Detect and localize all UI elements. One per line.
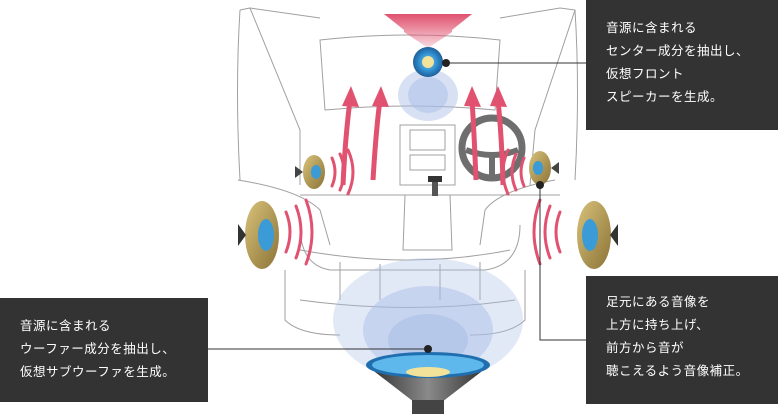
virtual-center-sound-field [398,69,458,121]
callout-line: 足元にある音像を [606,294,711,309]
callout-line: 音源に含まれる [606,20,698,35]
connector-dots [424,59,544,353]
tweeter-icon [529,151,559,185]
upward-arrows-right [469,99,506,186]
callout-virtual-subwoofer: 音源に含まれる ウーファー成分を抽出し、 仮想サブウーファを生成。 [0,298,208,402]
sound-waves [284,148,562,266]
center-down-arrow [384,14,472,48]
callout-line: 仮想サブウーファを生成。 [20,364,176,379]
steering-wheel-icon [458,114,526,182]
callout-virtual-center-speaker: 音源に含まれる センター成分を抽出し、 仮想フロント スピーカーを生成。 [586,0,778,130]
upward-arrows-right-heads [464,86,507,107]
tweeter-icon [295,155,325,189]
callout-sound-image-correction: 足元にある音像を 上方に持ち上げ、 前方から音が 聴こえるよう音像補正。 [586,276,778,404]
subwoofer-icon [366,352,490,414]
callout-line: 前方から音が [606,340,685,355]
callout-line: スピーカーを生成。 [606,89,724,104]
center-speaker-icon [413,47,443,77]
callout-line: センター成分を抽出し、 [606,43,750,58]
callout-line: 聴こえるよう音像補正。 [606,363,749,378]
gear-shifter-icon [428,176,442,196]
callout-line: ウーファー成分を抽出し、 [20,341,176,356]
callout-line: 音源に含まれる [20,318,112,333]
upward-arrows-left-heads [342,86,389,107]
callout-line: 仮想フロント [606,66,685,81]
callout-line: 上方に持ち上げ、 [606,317,710,332]
door-speaker-icon [577,201,618,269]
door-speaker-icon [238,201,279,269]
callout-connectors [208,62,586,350]
upward-arrows-left [340,99,383,186]
